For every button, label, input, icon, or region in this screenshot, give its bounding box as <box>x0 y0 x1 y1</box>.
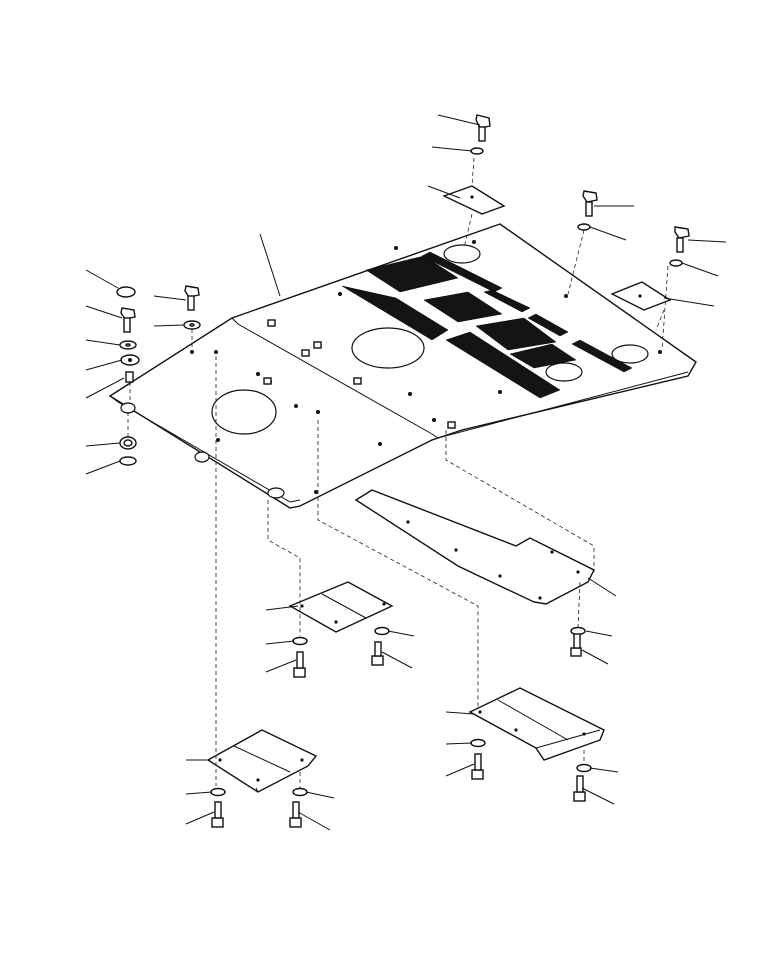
oval-hole-rear <box>443 244 481 264</box>
spacer-collar <box>125 371 134 404</box>
washer-lower-right-2 <box>576 763 592 773</box>
rubber-mount-bottom <box>119 436 137 450</box>
side-undercover <box>354 430 595 629</box>
bolt-right-2 <box>674 226 690 253</box>
bolt-lower-left-1 <box>211 801 224 828</box>
washer-lower-left-1 <box>210 787 226 797</box>
corner-hole-far-left <box>120 402 136 414</box>
rubber-mount-mid <box>120 354 140 366</box>
bolt-lower-right-1 <box>471 753 484 780</box>
bolt-left-2 <box>184 285 200 311</box>
access-cover-right <box>610 281 672 331</box>
washer-left-3 <box>183 320 201 350</box>
washer-left-2 <box>119 456 137 466</box>
bolt-center-1 <box>293 651 306 678</box>
oval-hole-right-2 <box>545 362 583 382</box>
lower-cover-left <box>206 356 318 793</box>
lower-cover-center <box>267 420 479 712</box>
bolt-side-cover <box>570 633 582 657</box>
main-floor-plate <box>108 223 697 509</box>
washer-right-1 <box>567 223 591 295</box>
washer-right-2 <box>661 259 683 351</box>
bolt-right-1 <box>582 190 598 217</box>
large-hole-center <box>351 327 425 369</box>
washer-center-2 <box>374 626 390 636</box>
corner-hole-front-left <box>267 487 285 499</box>
lower-cover-right <box>468 687 605 764</box>
washer-lower-right-1 <box>470 738 486 748</box>
bolt-left <box>120 307 136 333</box>
oval-hole-right-1 <box>611 344 649 364</box>
vent-grills <box>341 251 633 399</box>
corner-hole-left <box>194 451 210 463</box>
bolt-center-2 <box>371 641 384 666</box>
washer-lower-left-2 <box>292 787 308 797</box>
plate-fastener-holes <box>190 240 662 494</box>
bolt-lower-left-2 <box>289 801 302 828</box>
washer-rear <box>470 147 484 155</box>
rubber-mount-top <box>116 286 136 298</box>
washer-center-1 <box>292 636 308 646</box>
large-hole-left <box>211 389 277 435</box>
leader-lines <box>85 114 727 831</box>
access-cover-rear <box>442 157 506 249</box>
washer-left-1 <box>119 340 137 350</box>
bolt-rear <box>475 114 491 142</box>
bolt-lower-right-2 <box>573 775 586 802</box>
